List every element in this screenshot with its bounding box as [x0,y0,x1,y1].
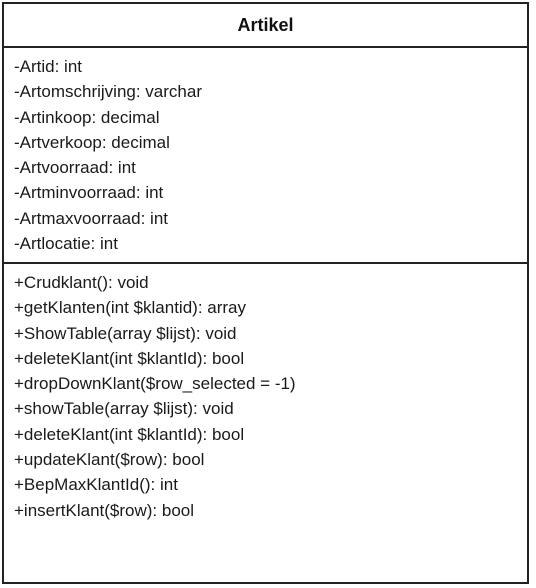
attribute-artlocatie: -Artlocatie: int [14,234,118,254]
attribute-artomschrijving: -Artomschrijving: varchar [14,82,202,102]
method-getklanten: +getKlanten(int $klantid): array [14,298,246,318]
method-showtable-upper: +ShowTable(array $lijst): void [14,323,237,343]
attribute-artinkoop: -Artinkoop: decimal [14,107,160,127]
method-updateklant: +updateKlant($row): bool [14,450,205,470]
uml-class-box[interactable]: Artikel -Artid: int -Artomschrijving: va… [2,2,529,584]
method-showtable: +showTable(array $lijst): void [14,399,234,419]
attribute-artmaxvoorraad: -Artmaxvoorraad: int [14,208,168,228]
attributes-compartment: -Artid: int -Artomschrijving: varchar -A… [4,48,527,264]
method-deleteklant-2: +deleteKlant(int $klantId): bool [14,424,245,444]
methods-compartment: +Crudklant(): void +getKlanten(int $klan… [4,264,527,523]
method-insertklant: +insertKlant($row): bool [14,500,195,520]
method-dropdownklant: +dropDownKlant($row_selected = -1) [14,374,296,394]
method-deleteklant: +deleteKlant(int $klantId): bool [14,348,245,368]
class-name: Artikel [4,4,527,48]
attribute-artverkoop: -Artverkoop: decimal [14,132,170,152]
method-bepmaxklantid: +BepMaxKlantId(): int [14,475,178,495]
method-crudklant: +Crudklant(): void [14,273,149,292]
attribute-artid: -Artid: int [14,57,83,76]
attribute-artminvoorraad: -Artminvoorraad: int [14,183,164,203]
attribute-artvoorraad: -Artvoorraad: int [14,158,136,178]
